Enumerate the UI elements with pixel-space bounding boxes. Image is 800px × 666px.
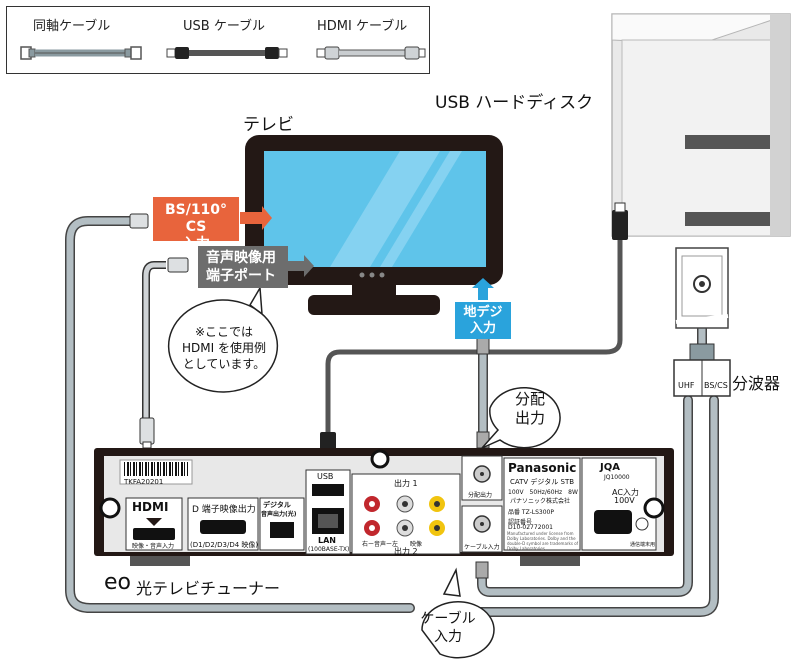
distribution-out-bubble: 分配 出力 <box>498 390 562 428</box>
av-port-box: 音声映像用 端子ポート <box>198 246 288 288</box>
note-line-1: ※ここでは <box>194 325 254 339</box>
legend-usb-label: USB ケーブル <box>183 19 266 34</box>
hdmi-cable-line <box>142 261 166 420</box>
hdmi-cable-icon <box>316 46 426 60</box>
bs-cs-input-box: BS/110° CS 入力 <box>153 197 239 252</box>
power-spec: 100V 50Hz/60Hz 8W <box>508 489 578 496</box>
lan-port-label: LAN <box>318 536 336 545</box>
cable-in-bubble: ケーブル 入力 <box>412 610 484 646</box>
terrestrial-input-box: 地デジ 入力 <box>455 302 511 339</box>
note-line-3: としています。 <box>182 357 266 371</box>
legend-coax-label: 同軸ケーブル <box>33 19 111 34</box>
cable-line-1: ケーブル <box>420 611 476 627</box>
tuner-label: 光テレビチューナー <box>136 579 281 598</box>
dist-line-2: 出力 <box>514 409 545 427</box>
usb-cable-line <box>325 236 623 440</box>
barcode-bars <box>124 462 188 476</box>
coax-cable-icon <box>20 46 142 60</box>
cable-in-port: ケーブル入力 <box>464 544 500 551</box>
terrestrial-line-2: 入力 <box>469 321 496 336</box>
dist-line-1: 分配 <box>514 390 545 408</box>
legend-cable-icons <box>20 46 426 60</box>
ac-input-label: AC入力 <box>612 488 639 497</box>
jqa-number: JQ10000 <box>604 474 630 481</box>
cable-legend: 同軸ケーブル USB ケーブル HDMI ケーブル <box>6 6 430 74</box>
output-2-label: 出力 2 <box>394 547 418 556</box>
speech-bubbles <box>167 285 561 659</box>
bs-cs-line-1: BS/110° CS <box>164 202 228 235</box>
output-1-label: 出力 1 <box>394 479 418 488</box>
av-port-line-2: 端子ポート <box>206 268 276 284</box>
usb-port-label: USB <box>317 472 334 481</box>
rca-jacks <box>364 495 445 537</box>
splitter-uhf-label: UHF <box>678 381 695 390</box>
dolby-notice: Manufactured under license from Dolby La… <box>507 531 579 551</box>
ac-voltage-label: 100V <box>614 496 635 505</box>
panasonic-brand: Panasonic <box>508 461 577 475</box>
eo-logo: eo <box>104 570 131 595</box>
splitter-label: 分波器 <box>732 374 781 393</box>
splitter-bscs-label: BS/CS <box>704 381 728 390</box>
note-line-2: HDMI を使用例 <box>182 341 266 355</box>
cable-line-2: 入力 <box>434 629 462 645</box>
hdmi-port-sub: 映像・音声入力 <box>132 543 175 550</box>
model-name: CATV デジタル STB <box>510 478 575 486</box>
maker-name: パナソニック株式会社 <box>510 498 571 505</box>
optical-title-1: デジタル <box>263 501 291 509</box>
lan-port-sub: (100BASE-TX) <box>308 546 350 553</box>
serial-number: TKFA20201 <box>124 478 164 486</box>
hdmi-port-title: HDMI <box>132 500 169 514</box>
coax-cable-lines <box>65 216 719 617</box>
ground-terminal-label: 通信端末用 <box>630 542 656 548</box>
splitter-drawing <box>673 247 731 397</box>
usb-hdd-label: USB ハードディスク <box>435 93 594 113</box>
tv-label: テレビ <box>243 115 294 135</box>
distribution-out-port: 分配出力 <box>468 492 493 499</box>
d-terminal-sub: (D1/D2/D3/D4 映像) <box>190 541 259 549</box>
usb-cable-icon <box>166 47 288 59</box>
cert-label: 認証番号 <box>508 519 533 526</box>
tv-drawing <box>240 135 503 315</box>
jqa-mark: JQA <box>600 462 620 473</box>
optical-title-2: 音声出力(光) <box>261 511 297 518</box>
d-terminal-title: D 端子映像出力 <box>192 505 256 515</box>
product-number: 品番 TZ-LS300P <box>508 509 554 516</box>
legend-hdmi-label: HDMI ケーブル <box>317 19 408 34</box>
terrestrial-line-1: 地デジ <box>463 305 503 320</box>
rca-sub-label: 右ー音声ー左 映像 <box>362 541 423 548</box>
av-port-line-1: 音声映像用 <box>206 250 276 266</box>
cert-number: D10-02772001 <box>508 524 553 531</box>
usb-hdd-drawing <box>611 13 791 237</box>
hdmi-note-bubble: ※ここでは HDMI を使用例 としています。 <box>172 324 276 372</box>
